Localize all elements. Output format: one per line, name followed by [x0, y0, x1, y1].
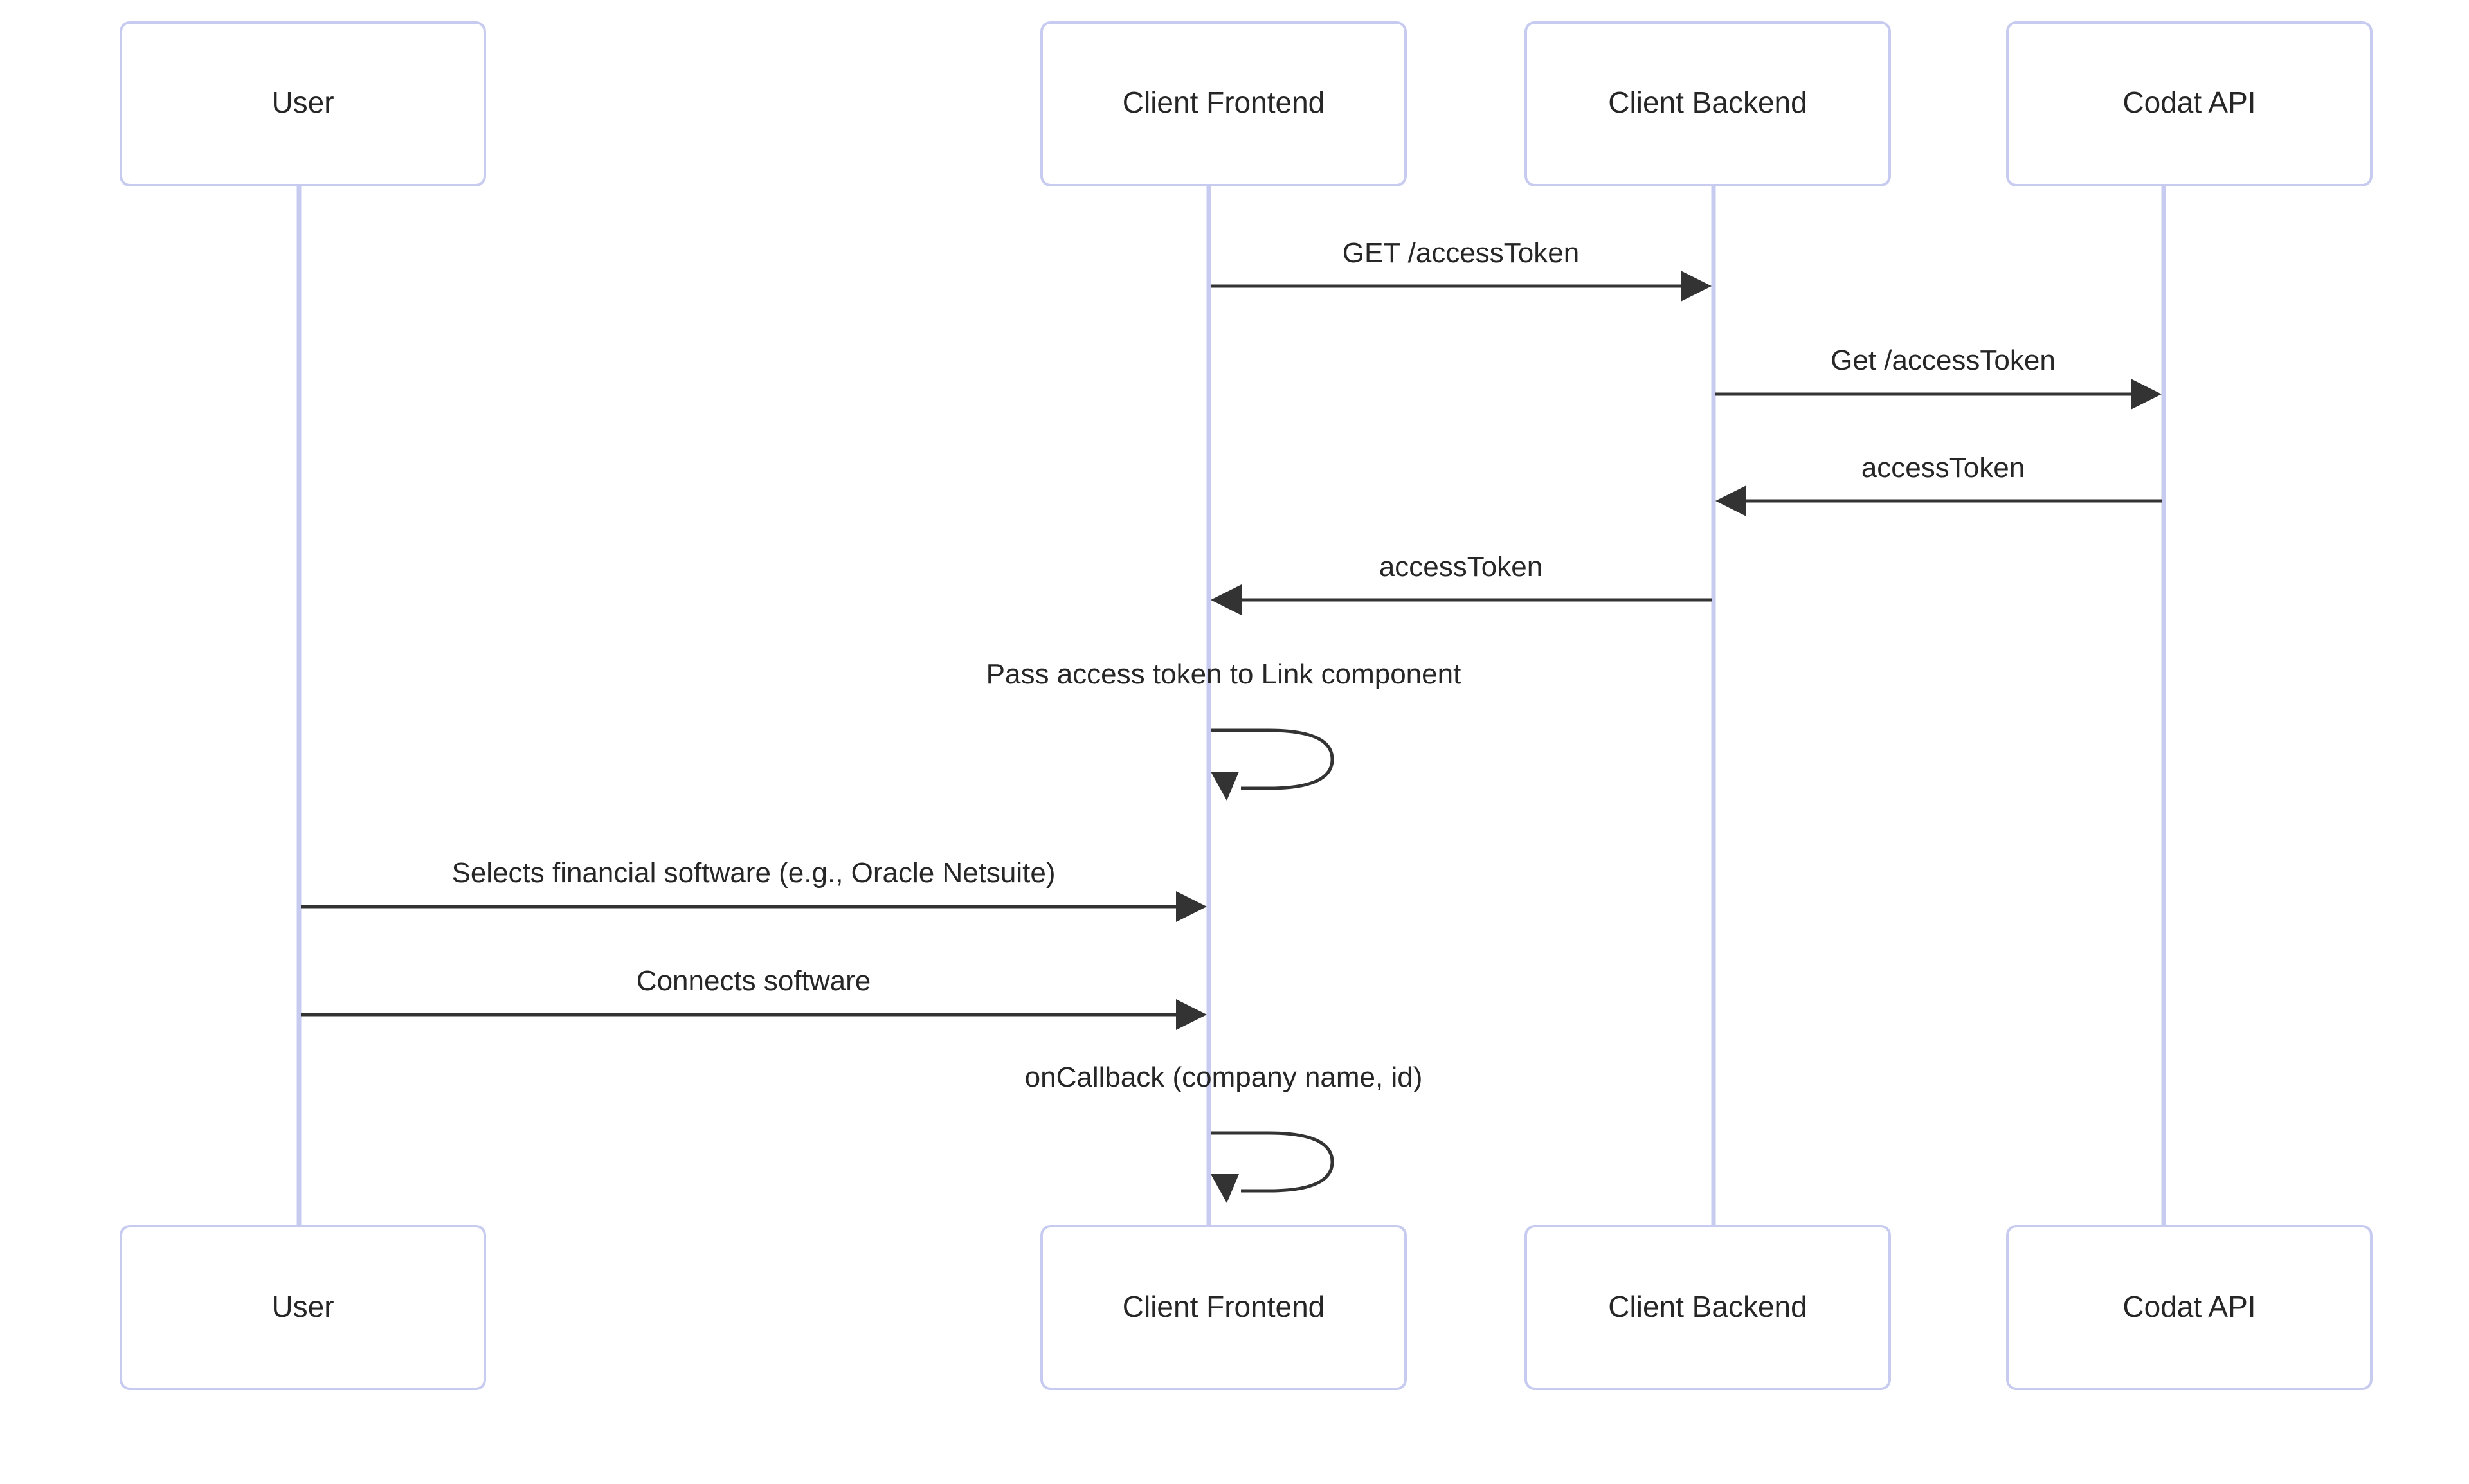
message-label-8: onCallback (company name, id) — [1025, 1062, 1423, 1093]
actor-box-codat-api-top-rect — [2006, 21, 2373, 186]
actor-box-client-frontend-top-rect — [1040, 21, 1407, 186]
actor-box-codat-api-bottom-label: Codat API — [2122, 1290, 2256, 1323]
message-arrowhead-1 — [1681, 271, 1712, 302]
message-selects-financial-software[interactable]: Selects financial software (e.g., Oracle… — [301, 857, 1207, 922]
actor-box-client-frontend-bottom-label: Client Frontend — [1123, 1290, 1325, 1323]
message-arrowhead-3 — [1715, 485, 1746, 516]
message-arrowhead-7 — [1176, 999, 1207, 1030]
message-arrowhead-8 — [1211, 1174, 1239, 1203]
message-label-7: Connects software — [637, 965, 871, 997]
message-label-2: Get /accessToken — [1831, 345, 2056, 376]
actor-box-client-backend-bottom-rect — [1524, 1225, 1891, 1390]
actor-box-client-frontend-top[interactable]: Client Frontend — [1040, 21, 1407, 186]
actor-box-client-backend-bottom-label: Client Backend — [1608, 1290, 1807, 1323]
actor-box-user-bottom-label: User — [271, 1290, 334, 1323]
actor-box-client-backend-top-label: Client Backend — [1608, 86, 1807, 119]
message-oncallback-self-loop[interactable]: onCallback (company name, id) — [1025, 1062, 1423, 1203]
actor-box-codat-api-top[interactable]: Codat API — [2006, 21, 2373, 186]
actor-box-user-bottom-rect — [120, 1225, 486, 1390]
message-arrowhead-6 — [1176, 891, 1207, 922]
message-arrowhead-4 — [1211, 584, 1242, 615]
actor-box-codat-api-top-label: Codat API — [2122, 86, 2256, 119]
actor-box-user-top-label: User — [271, 86, 334, 119]
message-access-token-backend-to-frontend[interactable]: accessToken — [1211, 551, 1712, 615]
message-access-token-codat-to-backend[interactable]: accessToken — [1715, 452, 2162, 516]
actor-box-client-frontend-top-label: Client Frontend — [1123, 86, 1325, 119]
message-label-1: GET /accessToken — [1343, 237, 1579, 269]
message-connects-software[interactable]: Connects software — [301, 965, 1207, 1030]
actor-box-client-frontend-bottom-rect — [1040, 1225, 1407, 1390]
message-label-4: accessToken — [1379, 551, 1542, 583]
message-label-6: Selects financial software (e.g., Oracle… — [451, 857, 1055, 889]
actor-box-user-top[interactable]: User — [120, 21, 486, 186]
actor-box-client-backend-top-rect — [1524, 21, 1891, 186]
message-get-access-token-frontend-to-backend[interactable]: GET /accessToken — [1211, 237, 1712, 302]
actor-box-client-backend-top[interactable]: Client Backend — [1524, 21, 1891, 186]
message-loop-path-8 — [1211, 1131, 1334, 1193]
actor-box-codat-api-bottom[interactable]: Codat API — [2006, 1225, 2373, 1390]
message-label-5: Pass access token to Link component — [986, 658, 1461, 690]
message-label-3: accessToken — [1861, 452, 2025, 484]
actor-boxes-top: User Client Frontend Client Backend Coda… — [120, 21, 2373, 186]
message-pass-access-token-self-loop[interactable]: Pass access token to Link component — [986, 658, 1461, 801]
actor-box-client-backend-bottom[interactable]: Client Backend — [1524, 1225, 1891, 1390]
message-arrowhead-2 — [2131, 379, 2162, 410]
actor-box-client-frontend-bottom[interactable]: Client Frontend — [1040, 1225, 1407, 1390]
lifelines-layer — [296, 185, 2166, 1226]
actor-boxes-bottom: User Client Frontend Client Backend Coda… — [120, 1225, 2373, 1390]
message-loop-path-5 — [1211, 728, 1334, 790]
actor-box-user-bottom[interactable]: User — [120, 1225, 486, 1390]
message-get-access-token-backend-to-codat[interactable]: Get /accessToken — [1715, 345, 2162, 410]
actor-box-codat-api-bottom-rect — [2006, 1225, 2373, 1390]
actor-box-user-top-rect — [120, 21, 486, 186]
message-arrowhead-5 — [1211, 772, 1239, 801]
